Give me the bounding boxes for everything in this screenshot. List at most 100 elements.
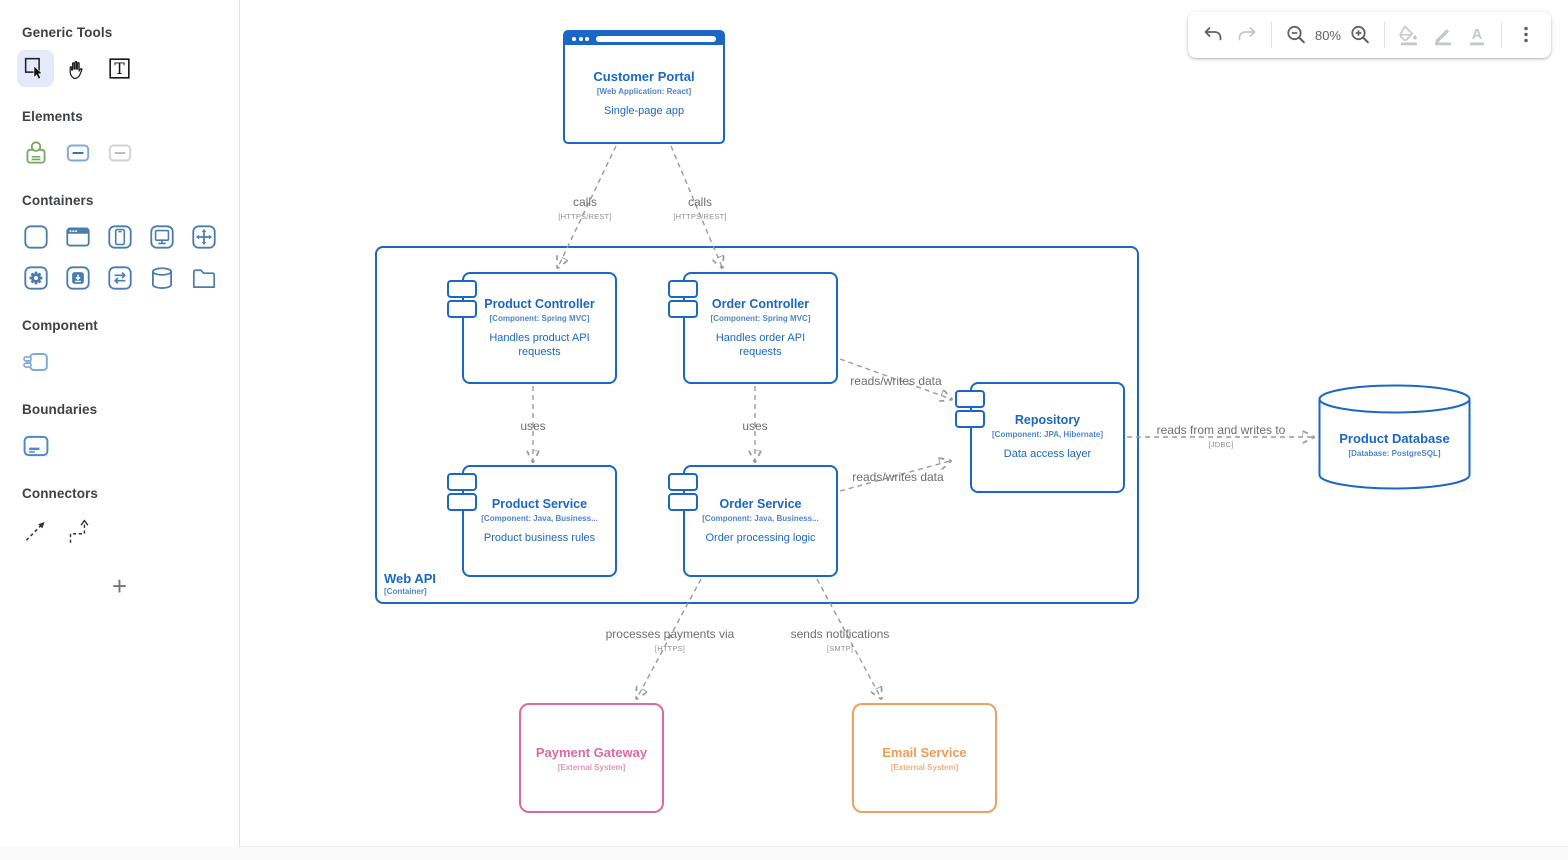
node-order-service[interactable]: Order Service [Component: Java, Business… [668, 465, 838, 577]
edge-order-service-to-repository[interactable] [839, 461, 950, 492]
box-element-muted[interactable] [101, 134, 138, 171]
container-desktop[interactable] [143, 218, 180, 255]
fill-color-button[interactable] [1392, 18, 1426, 52]
container-browser[interactable] [59, 218, 96, 255]
component-tab [668, 473, 698, 491]
node-product-database[interactable]: Product Database [Database: PostgreSQL] [1318, 383, 1471, 491]
redo-icon [1238, 27, 1256, 41]
zoom-out-button[interactable] [1279, 18, 1313, 52]
desktop-icon [149, 224, 174, 249]
browser-dot-icon [585, 36, 589, 41]
undo-button[interactable] [1196, 18, 1230, 52]
node-payment-gateway[interactable]: Payment Gateway [External System] [519, 703, 664, 813]
edge-label-technology: [HTTPS/REST] [558, 211, 612, 221]
container-boundary-web-api[interactable]: Web API [Container] [375, 246, 1139, 604]
node-customer-portal[interactable]: Customer Portal [Web Application: React]… [563, 30, 725, 144]
edge-label-jdbc[interactable]: reads from and writes to [JDBC] [1157, 423, 1286, 449]
container-app[interactable] [59, 259, 96, 296]
edge-label-text: processes payments via [605, 627, 735, 641]
container-technology: [Container] [384, 587, 427, 596]
container-gear[interactable] [17, 259, 54, 296]
node-title: Product Controller [484, 296, 595, 311]
component-tab [668, 493, 698, 511]
container-label: Web API [Container] [384, 571, 436, 596]
move-arrows-icon [191, 224, 216, 249]
node-title: Email Service [882, 744, 967, 760]
section-title-connectors: Connectors [22, 486, 99, 501]
component-tab [955, 390, 985, 408]
boundary-box-icon [23, 435, 48, 456]
edge-order-service-to-payment[interactable] [637, 578, 702, 698]
dashed-arrow-elbow[interactable] [59, 511, 96, 548]
component-tab [447, 493, 477, 511]
dashed-arrow-icon [25, 521, 45, 541]
gear-icon [23, 265, 48, 290]
node-email-service[interactable]: Email Service [External System] [852, 703, 997, 813]
edge-portal-to-order-controller[interactable] [670, 145, 722, 267]
container-database[interactable] [143, 259, 180, 296]
node-order-controller[interactable]: Order Controller [Component: Spring MVC]… [668, 272, 838, 384]
text-tool[interactable]: T [101, 50, 138, 87]
edge-label-uses-product[interactable]: uses [520, 419, 545, 434]
edge-label-uses-order[interactable]: uses [742, 419, 768, 434]
node-product-controller[interactable]: Product Controller [Component: Spring MV… [447, 272, 617, 384]
text-color-button[interactable]: A [1460, 18, 1494, 52]
container-swap[interactable] [101, 259, 138, 296]
select-tool[interactable] [17, 50, 54, 87]
dashed-arrow-straight[interactable] [17, 511, 54, 548]
zoom-out-icon [1287, 25, 1305, 44]
pen-color-button[interactable] [1426, 18, 1460, 52]
node-title: Order Service [719, 496, 802, 511]
node-title: Order Controller [711, 296, 810, 311]
boundary-shape[interactable] [17, 427, 54, 464]
edge-label-text: calls [572, 195, 597, 209]
node-description: Handles order API requests [715, 331, 806, 358]
edge-portal-to-product-controller[interactable] [558, 145, 617, 267]
edge-label-rw-controller[interactable]: reads/writes data [850, 374, 941, 389]
edge-label-rw-service[interactable]: reads/writes data [852, 470, 944, 485]
person-element[interactable] [17, 134, 54, 171]
component-tab [447, 300, 477, 318]
box-element[interactable] [59, 134, 96, 171]
node-technology: [Component: Spring MVC] [489, 313, 590, 323]
add-shape-button[interactable]: + [0, 570, 239, 603]
mobile-device-icon [107, 224, 132, 249]
node-product-service[interactable]: Product Service [Component: Java, Busine… [447, 465, 617, 577]
browser-dot-icon [578, 36, 583, 41]
component-shape[interactable] [17, 343, 54, 380]
node-title: Product Database [1339, 430, 1450, 446]
container-plain[interactable] [17, 218, 54, 255]
redo-button[interactable] [1230, 18, 1264, 52]
edge-order-controller-to-repository[interactable] [839, 358, 951, 399]
container-move[interactable] [185, 218, 222, 255]
toolbar-divider [1270, 22, 1272, 48]
node-technology: [Component: Java, Business... [702, 513, 819, 523]
edge-order-service-to-email[interactable] [816, 578, 881, 698]
edge-label-text: uses [742, 419, 768, 433]
node-technology: [Component: JPA, Hibernate] [992, 430, 1103, 440]
edge-label-text: sends notifications [790, 627, 890, 641]
zoom-level: 80% [1314, 27, 1341, 43]
edge-label-calls-product[interactable]: calls [HTTPS/REST] [558, 195, 612, 221]
svg-text:A: A [1472, 27, 1483, 43]
browser-chrome-bar [565, 32, 723, 45]
edge-label-calls-order[interactable]: calls [HTTPS/REST] [673, 195, 726, 221]
node-title: Product Service [491, 496, 588, 511]
container-mobile[interactable] [101, 218, 138, 255]
component-tab [447, 473, 477, 491]
edge-label-text: reads/writes data [852, 470, 944, 484]
svg-text:T: T [114, 60, 125, 78]
node-technology: [Component: Java, Business... [481, 513, 598, 523]
select-tool-icon [24, 57, 43, 80]
pan-tool[interactable] [59, 50, 96, 87]
edge-label-payments[interactable]: processes payments via [HTTPS] [605, 627, 735, 653]
undo-icon [1204, 27, 1222, 41]
person-icon [26, 140, 45, 164]
edge-label-text: calls [687, 195, 712, 209]
edge-label-notifications[interactable]: sends notifications [SMTP] [790, 627, 890, 653]
section-title-elements: Elements [22, 109, 83, 124]
container-folder[interactable] [185, 259, 222, 296]
node-repository[interactable]: Repository [Component: JPA, Hibernate] D… [955, 382, 1125, 493]
zoom-in-button[interactable] [1343, 18, 1377, 52]
more-options-button[interactable] [1509, 18, 1543, 52]
